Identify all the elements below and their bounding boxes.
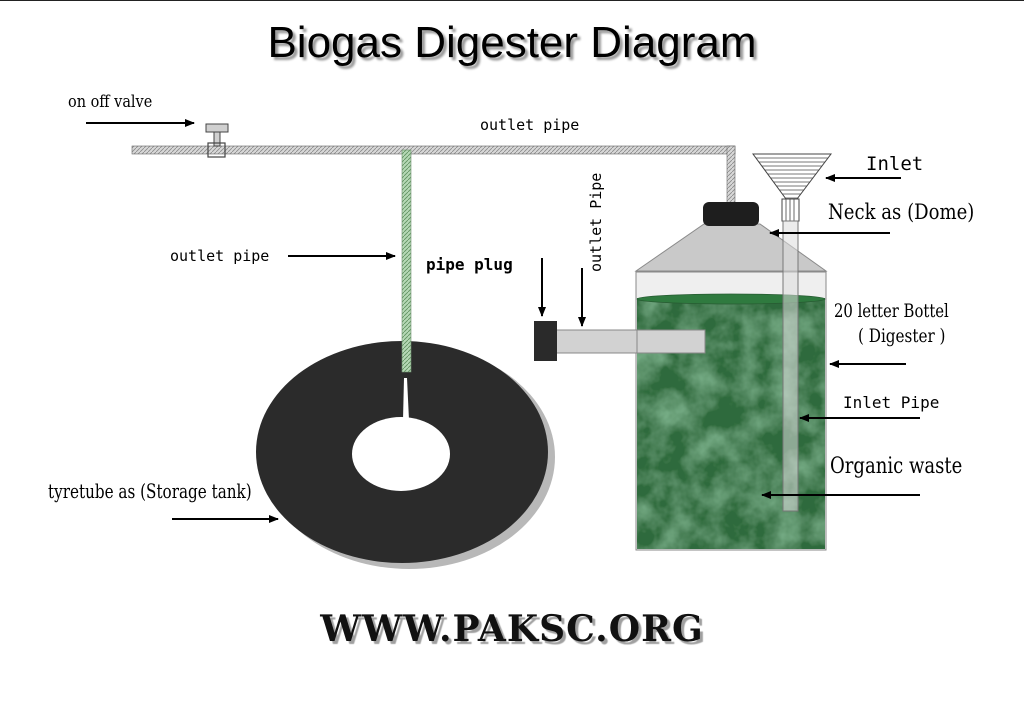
pointer-arrows: [86, 119, 920, 523]
on-off-valve: [205, 123, 229, 158]
label-outlet-pipe-top: outlet pipe: [480, 116, 580, 134]
label-inlet: Inlet: [866, 153, 924, 175]
storage-tyre-tube: [256, 341, 555, 569]
diagram-title: Biogas Digester Diagram: [267, 18, 757, 67]
top-border: [0, 0, 1024, 1]
side-outlet-pipe: [555, 329, 706, 354]
green-outlet-pipe: [401, 149, 412, 373]
pipe-plug: [534, 321, 557, 361]
label-outlet-pipe-left: outlet pipe: [170, 247, 270, 265]
label-bottle-line1: 20 letter Bottel: [834, 300, 949, 322]
top-outlet-pipe: [131, 145, 736, 205]
label-inlet-pipe: Inlet Pipe: [843, 393, 940, 412]
label-neck: Neck as (Dome): [828, 200, 975, 224]
label-bottle-line2: ( Digester ): [858, 325, 946, 347]
inlet-funnel: [752, 153, 833, 222]
label-organic-waste: Organic waste: [830, 454, 963, 479]
digester-dome: [634, 202, 828, 272]
label-valve: on off valve: [68, 92, 153, 112]
website-footer: WWW.PAKSC.ORG: [320, 608, 704, 650]
label-outlet-pipe-vertical: outlet Pipe: [587, 172, 605, 272]
inlet-pipe: [782, 220, 799, 512]
label-tyretube: tyretube as (Storage tank): [48, 479, 252, 503]
label-pipe-plug: pipe plug: [426, 255, 513, 274]
